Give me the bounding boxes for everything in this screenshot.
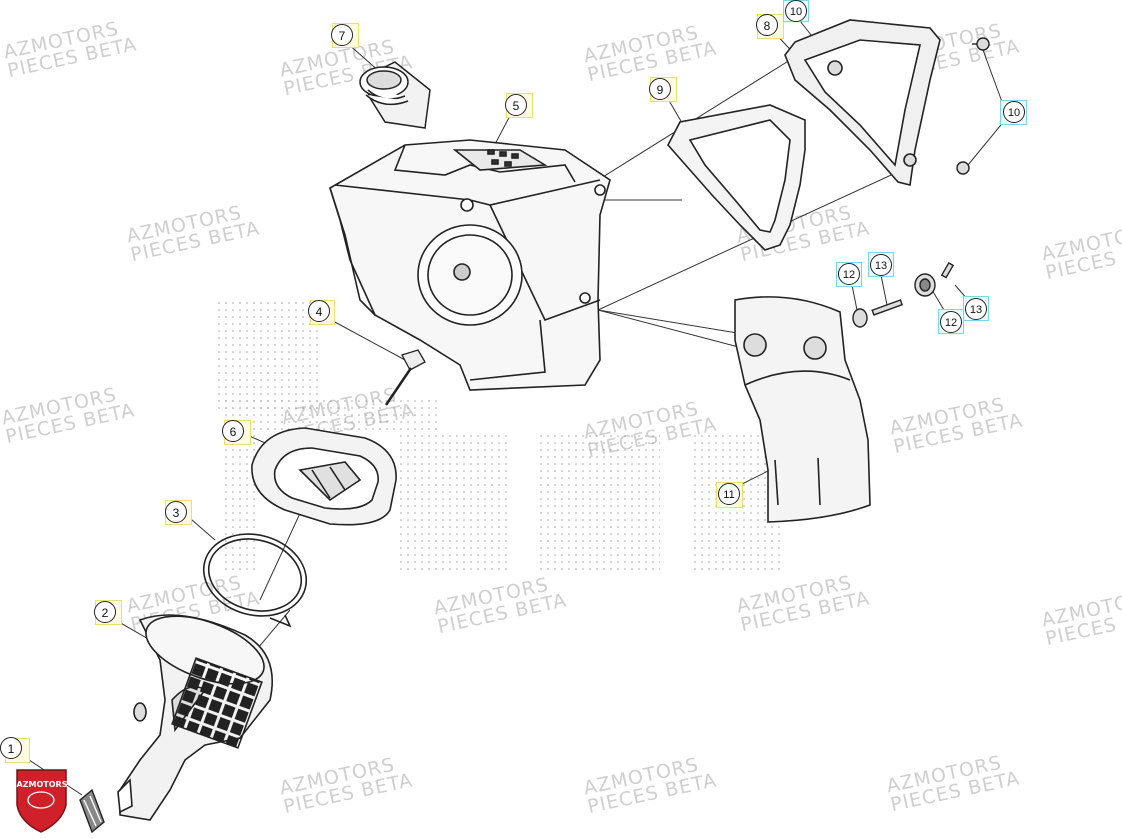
callout-9: 9 <box>649 78 671 100</box>
callout-12-top: 12 <box>838 263 860 285</box>
leader-lines <box>16 15 1006 796</box>
part-washers-screws <box>852 261 955 328</box>
part-side-panel <box>667 104 806 251</box>
callout-4: 4 <box>308 300 330 322</box>
callout-8: 8 <box>756 14 778 36</box>
callout-13-top: 13 <box>870 254 892 276</box>
part-bolt <box>384 349 426 406</box>
callout-5: 5 <box>505 94 527 116</box>
callout-1: 1 <box>0 737 22 759</box>
brand-shield <box>16 769 67 833</box>
brand-logo-text: AZMOTORS <box>16 780 68 789</box>
part-clamp <box>202 533 308 628</box>
callout-12-bottom: 12 <box>940 311 962 333</box>
part-hose-clamp <box>79 788 105 834</box>
callout-10-right: 10 <box>1003 101 1025 123</box>
part-intake-duct <box>117 614 274 821</box>
part-airbox <box>329 139 611 391</box>
part-cap <box>359 61 431 129</box>
callout-13-right: 13 <box>965 298 987 320</box>
callout-6: 6 <box>222 420 244 442</box>
part-outlet-duct <box>734 296 871 523</box>
callout-11: 11 <box>718 483 740 505</box>
part-cover <box>784 19 941 186</box>
part-filter <box>251 427 397 526</box>
callout-3: 3 <box>165 501 187 523</box>
part-screws-10 <box>956 37 990 175</box>
callout-2: 2 <box>94 601 116 623</box>
callout-7: 7 <box>331 24 353 46</box>
callout-10-top: 10 <box>785 0 807 22</box>
